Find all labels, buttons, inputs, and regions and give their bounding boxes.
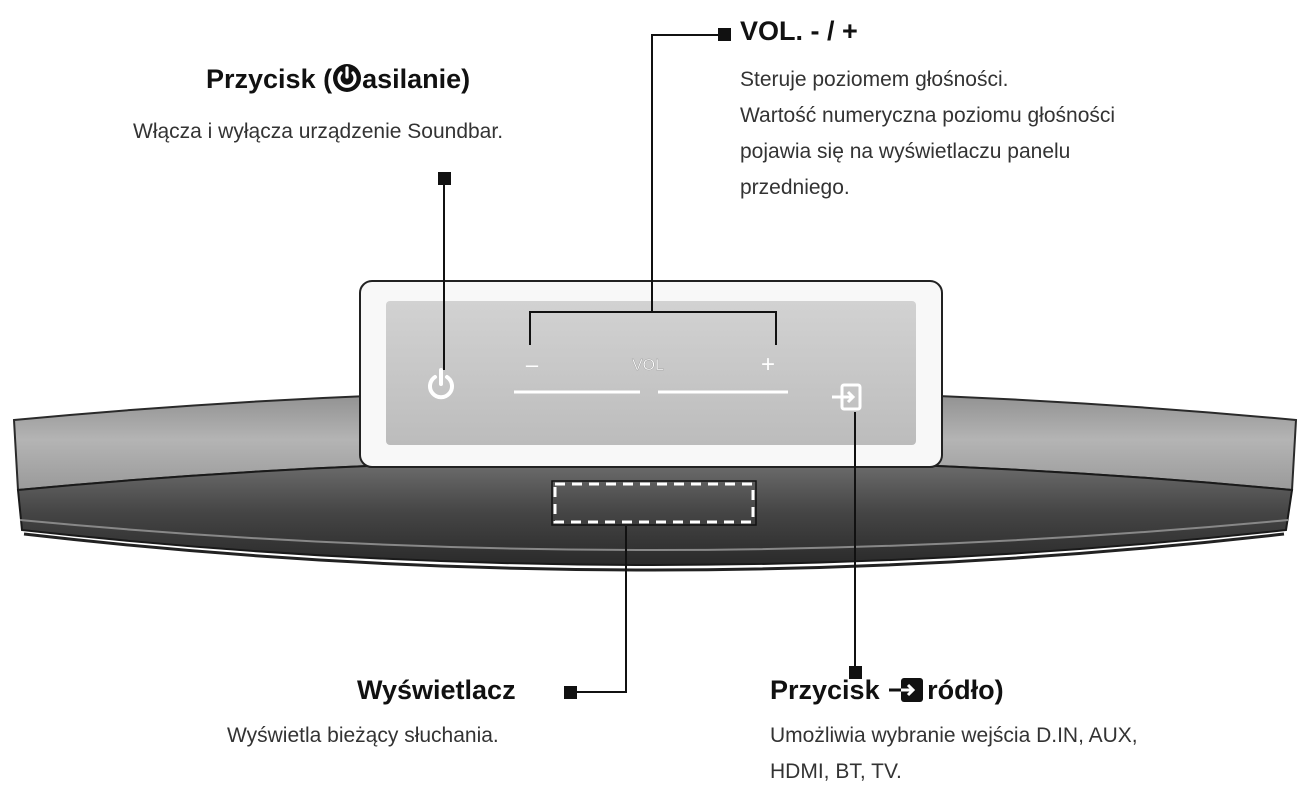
power-description: Włącza i wyłącza urządzenie Soundbar. — [133, 114, 503, 150]
source-title-suffix: ródło) — [927, 675, 1004, 705]
volume-title: VOL. - / + — [740, 16, 858, 46]
panel-source-icon[interactable] — [832, 383, 862, 411]
display-title: Wyświetlacz — [357, 675, 516, 705]
display-description: Wyświetla bieżący słuchania. — [227, 718, 499, 754]
source-callout: Przycisk ródło) — [770, 675, 1004, 711]
power-title-prefix: Przycisk ( — [206, 64, 333, 94]
control-panel: – VOL + — [359, 280, 943, 468]
volume-callout: VOL. - / + — [740, 16, 858, 47]
panel-power-icon[interactable] — [428, 368, 454, 400]
source-description: Umożliwia wybranie wejścia D.IN, AUX, HD… — [770, 718, 1138, 790]
source-description-line: HDMI, BT, TV. — [770, 760, 902, 783]
leader-markers — [438, 28, 862, 699]
power-title: Przycisk ( asilanie) — [206, 63, 470, 100]
source-input-icon — [887, 676, 927, 711]
panel-plus-label: + — [761, 351, 775, 378]
power-icon — [332, 63, 362, 100]
leader-lines — [443, 34, 856, 693]
panel-vol-label: VOL — [632, 357, 664, 374]
display-description-line: Wyświetla bieżący słuchania. — [227, 724, 499, 747]
source-title: Przycisk ródło) — [770, 675, 1004, 711]
volume-description-line: Steruje poziomem głośności. — [740, 68, 1009, 91]
source-description-line: Umożliwia wybranie wejścia D.IN, AUX, — [770, 724, 1138, 747]
power-callout: Przycisk ( asilanie) — [206, 63, 470, 100]
panel-minus-label: – — [526, 352, 539, 377]
volume-description-line: pojawia się na wyświetlaczu panelu — [740, 140, 1071, 163]
volume-description: Steruje poziomem głośności. Wartość nume… — [740, 62, 1115, 206]
display-callout: Wyświetlacz — [357, 675, 516, 706]
source-title-prefix: Przycisk — [770, 675, 888, 705]
power-title-suffix: asilanie) — [362, 64, 471, 94]
power-description-line: Włącza i wyłącza urządzenie Soundbar. — [133, 120, 504, 143]
volume-description-line: Wartość numeryczna poziomu głośności — [740, 104, 1116, 127]
volume-description-line: przedniego. — [740, 176, 850, 199]
